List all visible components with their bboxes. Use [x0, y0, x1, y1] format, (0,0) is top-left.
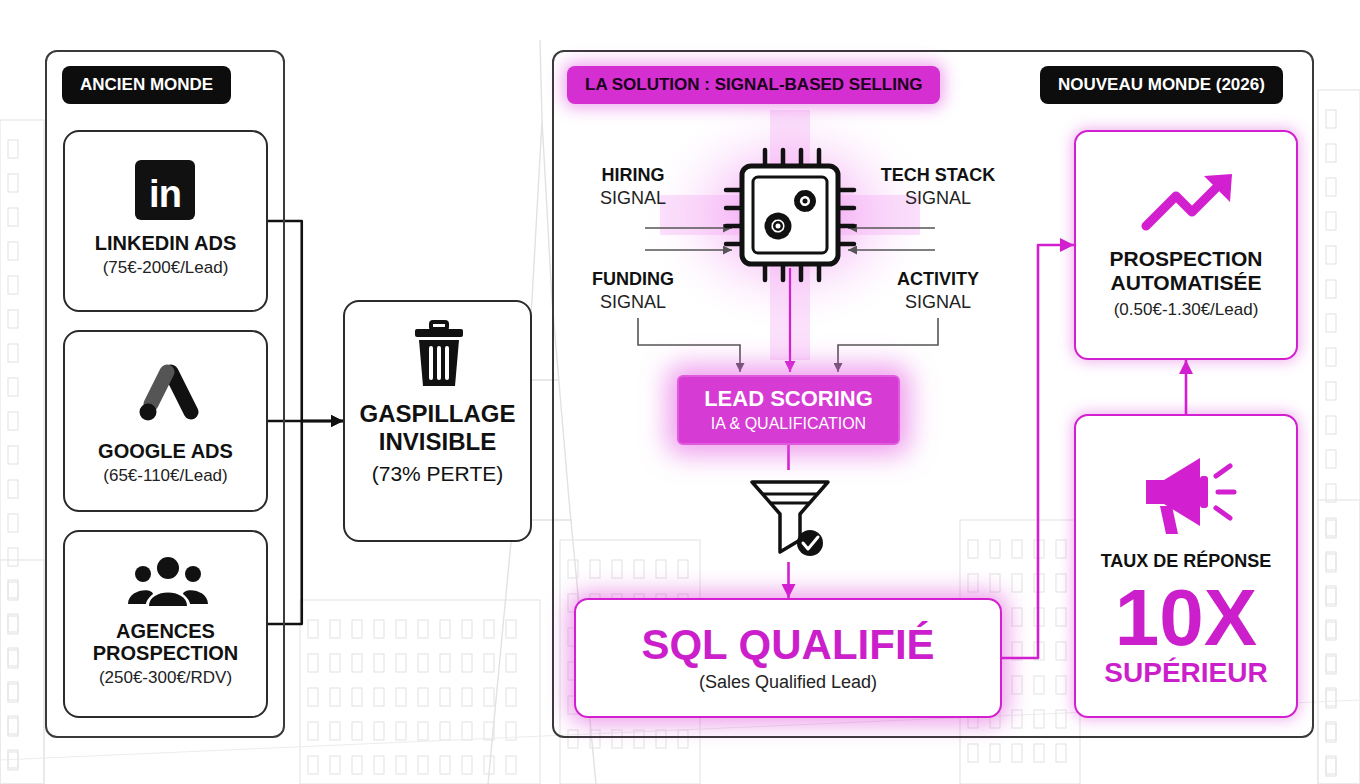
box-detail: (75€-200€/Lead): [103, 258, 229, 278]
scoring-box: LEAD SCORING IA & QUALIFICATION: [677, 375, 900, 445]
logo-text: in: [149, 173, 181, 216]
box-detail: (Sales Qualified Lead): [699, 672, 877, 694]
box-detail: IA & QUALIFICATION: [711, 414, 866, 433]
sql-box: SQL QUALIFIÉ (Sales Qualified Lead): [574, 598, 1002, 718]
signal-word: SIGNAL: [600, 188, 666, 209]
box-title: TAUX DE RÉPONSE: [1101, 552, 1272, 572]
trash-icon: [413, 320, 465, 388]
signal-name: FUNDING: [592, 269, 674, 290]
waste-box: GASPILLAGE INVISIBLE (73% PERTE): [343, 300, 532, 542]
box-detail: (0.50€-1.30€/Lead): [1114, 300, 1259, 320]
flow-arrow: [268, 421, 343, 624]
box-title: AGENCES PROSPECTION: [73, 620, 258, 664]
flow-arrow: [1002, 245, 1074, 658]
box-detail: (250€-300€/RDV): [99, 668, 232, 688]
result-box: PROSPECTION AUTOMATISÉE (0.50€-1.30€/Lead…: [1074, 130, 1298, 360]
megaphone-icon: [1138, 446, 1242, 542]
signal-word: SIGNAL: [905, 188, 971, 209]
box-title: LEAD SCORING: [704, 387, 873, 411]
new-world-panel: LEAD SCORING IA & QUALIFICATION SQL QUALIF…: [552, 50, 1314, 738]
signal-word: SIGNAL: [600, 292, 666, 313]
signal-word: SIGNAL: [905, 292, 971, 313]
result-box: TAUX DE RÉPONSE 10XSUPÉRIEUR: [1074, 414, 1298, 718]
channel-box: LINKEDIN ADS (75€-200€/Lead): [63, 130, 268, 312]
old-world-panel: LINKEDIN ADS (75€-200€/Lead) GOOGLE ADS (6…: [45, 50, 285, 738]
box-title: SQL QUALIFIÉ: [641, 622, 934, 668]
box-title: GASPILLAGE INVISIBLE: [353, 400, 522, 455]
chip-output-arrow: [789, 268, 791, 372]
flow-arrow: [1185, 360, 1188, 414]
funnel-icon: [748, 470, 832, 562]
panel-heading: ANCIEN MONDE: [62, 66, 231, 104]
signal-name: TECH STACK: [881, 165, 996, 186]
google-ads-logo: [133, 362, 203, 424]
panel-heading: LA SOLUTION : SIGNAL-BASED SELLING: [567, 66, 940, 104]
panel-heading: NOUVEAU MONDE (2026): [1040, 66, 1283, 104]
box-title: LINKEDIN ADS: [95, 232, 236, 254]
building-sketch: [0, 90, 1360, 784]
people-icon: [127, 554, 209, 612]
box-title: PROSPECTION AUTOMATISÉE: [1082, 247, 1290, 294]
box-detail: (65€-110€/Lead): [103, 466, 227, 486]
signal-name: ACTIVITY: [897, 269, 979, 290]
channel-box: GOOGLE ADS (65€-110€/Lead): [63, 330, 268, 512]
trend-up-icon: [1140, 170, 1236, 234]
box-title: GOOGLE ADS: [98, 440, 233, 462]
processor-icon: [726, 150, 854, 280]
channel-box: AGENCES PROSPECTION (250€-300€/RDV): [63, 530, 268, 718]
flow-arrow: [268, 221, 343, 421]
box-detail: (73% PERTE): [372, 461, 504, 486]
box-detail: SUPÉRIEUR: [1104, 658, 1267, 689]
box-detail: 10X: [1115, 578, 1257, 658]
signal-name: HIRING: [602, 165, 665, 186]
